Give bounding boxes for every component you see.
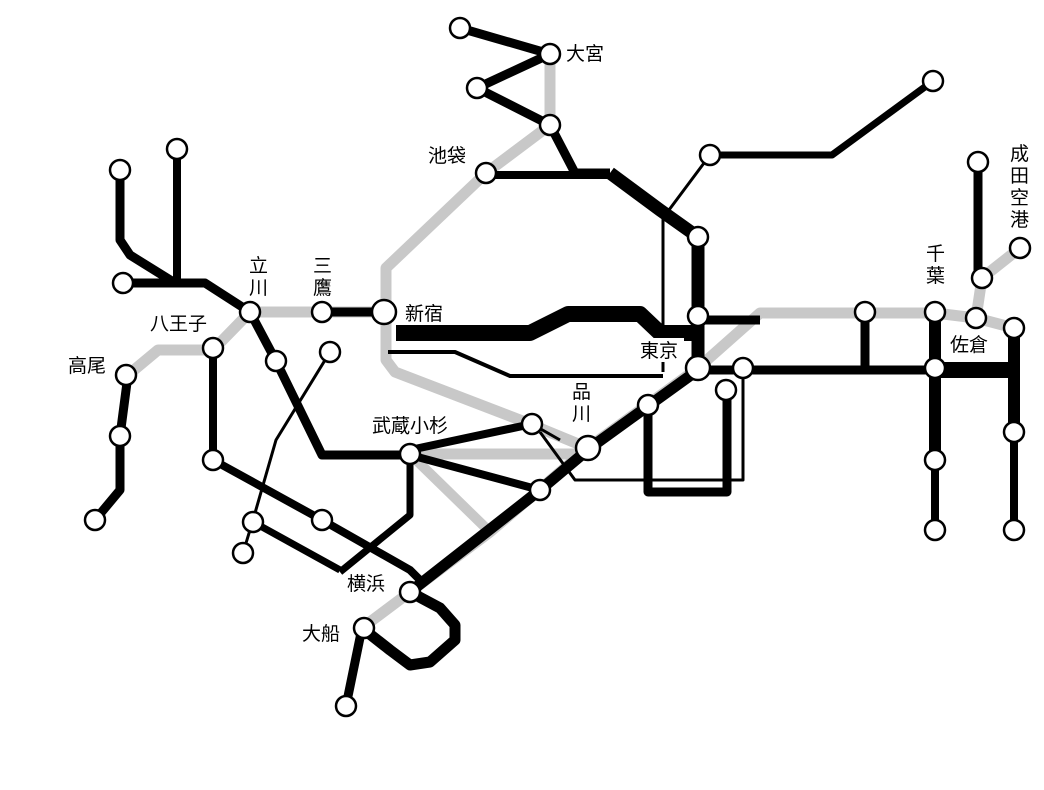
label-ofuna: 大船 bbox=[302, 623, 340, 645]
label-narita-airport-3: 空 bbox=[1010, 187, 1029, 209]
station-marker[interactable] bbox=[318, 340, 342, 364]
station-ofuna[interactable] bbox=[352, 616, 376, 640]
label-narita-airport-1: 成 bbox=[1010, 143, 1029, 165]
station-marker[interactable] bbox=[853, 300, 877, 324]
station-marker[interactable] bbox=[636, 393, 660, 417]
station-marker[interactable] bbox=[264, 349, 288, 373]
station-marker[interactable] bbox=[698, 143, 722, 167]
line-tohoku-omiya-tokyo bbox=[546, 122, 610, 178]
station-musashikosugi[interactable] bbox=[398, 442, 422, 466]
line-joban-thin bbox=[661, 154, 712, 372]
line-nambu bbox=[246, 309, 410, 460]
station-marker[interactable] bbox=[923, 356, 947, 380]
station-marker[interactable] bbox=[310, 508, 334, 532]
station-marker[interactable] bbox=[241, 510, 265, 534]
line-thin-sw-2 bbox=[251, 518, 342, 574]
label-chiba-2: 葉 bbox=[926, 265, 945, 287]
station-tokyo[interactable] bbox=[684, 354, 712, 382]
line-tohoku-heavy bbox=[606, 167, 705, 368]
stations bbox=[83, 16, 1032, 718]
station-mitaka[interactable] bbox=[310, 300, 334, 324]
line-thin-sw bbox=[241, 351, 332, 554]
station-marker[interactable] bbox=[731, 356, 755, 380]
station-chiba[interactable] bbox=[923, 300, 947, 324]
line-musashikosugi-yokohama bbox=[337, 455, 414, 575]
line-takao-branch bbox=[91, 374, 133, 523]
label-narita-airport-4: 港 bbox=[1010, 209, 1029, 231]
station-marker[interactable] bbox=[923, 518, 947, 542]
label-tokyo: 東京 bbox=[640, 340, 678, 362]
station-marker[interactable] bbox=[1002, 420, 1026, 444]
line-keiyo-thin bbox=[538, 368, 745, 482]
line-musashikosugi-shinagawa bbox=[409, 420, 533, 454]
line-keiyo-loop bbox=[643, 390, 732, 497]
line-joban bbox=[710, 78, 936, 159]
line-omiya-zigzag bbox=[458, 23, 555, 130]
station-marker[interactable] bbox=[448, 16, 472, 40]
station-marker[interactable] bbox=[714, 378, 738, 402]
label-hachioji: 八王子 bbox=[150, 314, 207, 335]
label-musashikosugi: 武蔵小杉 bbox=[372, 415, 448, 437]
label-shinjuku: 新宿 bbox=[405, 303, 443, 325]
line-ofuna-south bbox=[341, 627, 367, 707]
station-shinjuku[interactable] bbox=[370, 298, 398, 326]
label-tachikawa-2: 川 bbox=[249, 278, 268, 299]
label-sakura: 佐倉 bbox=[950, 334, 988, 356]
station-marker[interactable] bbox=[108, 158, 132, 182]
station-marker[interactable] bbox=[83, 508, 107, 532]
label-mitaka-2: 鷹 bbox=[313, 277, 332, 299]
label-chiba-1: 千 bbox=[926, 243, 945, 265]
station-marker[interactable] bbox=[1002, 518, 1026, 542]
station-marker[interactable] bbox=[923, 448, 947, 472]
station-marker[interactable] bbox=[520, 412, 544, 436]
station-takao[interactable] bbox=[114, 363, 138, 387]
station-hachioji[interactable] bbox=[201, 336, 225, 360]
label-shinagawa-1: 品 bbox=[572, 382, 591, 403]
station-marker[interactable] bbox=[334, 694, 358, 718]
station-omiya[interactable] bbox=[538, 42, 562, 66]
station-shinagawa[interactable] bbox=[574, 434, 602, 462]
line-chuo-west bbox=[123, 278, 253, 316]
label-mitaka-1: 三 bbox=[313, 256, 332, 277]
label-yokohama: 横浜 bbox=[347, 573, 385, 595]
label-tachikawa-1: 立 bbox=[249, 255, 268, 277]
line-tokaido-heavy bbox=[358, 365, 702, 671]
station-marker[interactable] bbox=[921, 69, 945, 93]
station-yokohama[interactable] bbox=[398, 580, 422, 604]
station-marker[interactable] bbox=[111, 271, 135, 295]
label-omiya: 大宮 bbox=[566, 43, 604, 65]
station-marker[interactable] bbox=[970, 266, 994, 290]
label-bg-tokyo bbox=[638, 338, 684, 362]
station-sakura[interactable] bbox=[964, 306, 988, 330]
black-lines bbox=[91, 23, 1020, 707]
line-musashikosugi-south bbox=[408, 451, 542, 494]
station-narita-airport[interactable] bbox=[1008, 236, 1032, 260]
station-marker[interactable] bbox=[538, 113, 562, 137]
station-marker[interactable] bbox=[528, 478, 552, 502]
station-marker[interactable] bbox=[1002, 316, 1026, 340]
station-marker[interactable] bbox=[686, 304, 710, 328]
line-utsunomiya-omiya-ikebukuro-shinjuku bbox=[380, 54, 591, 454]
station-ikebukuro[interactable] bbox=[474, 161, 498, 185]
station-marker[interactable] bbox=[165, 137, 189, 161]
station-labels: 大宮 池袋 立 川 三 鷹 新宿 八王子 高尾 東京 品 川 武蔵小杉 横浜 大… bbox=[68, 43, 1029, 645]
label-shinagawa-2: 川 bbox=[572, 404, 591, 425]
label-bg-sakura bbox=[946, 330, 996, 356]
label-takao: 高尾 bbox=[68, 355, 106, 377]
line-shinjuku-tokyo-thin bbox=[388, 350, 663, 378]
line-yokosuka-branch-grey bbox=[406, 450, 494, 536]
station-tachikawa[interactable] bbox=[238, 300, 262, 324]
line-chuo-heavy bbox=[396, 306, 698, 341]
station-marker[interactable] bbox=[231, 541, 255, 565]
station-marker[interactable] bbox=[686, 225, 710, 249]
line-chuo-west-branch bbox=[115, 170, 178, 287]
label-narita-airport-2: 田 bbox=[1010, 166, 1029, 187]
station-marker[interactable] bbox=[108, 424, 132, 448]
label-ikebukuro: 池袋 bbox=[428, 145, 466, 167]
station-marker[interactable] bbox=[966, 150, 990, 174]
station-marker[interactable] bbox=[201, 448, 225, 472]
station-marker[interactable] bbox=[465, 76, 489, 100]
